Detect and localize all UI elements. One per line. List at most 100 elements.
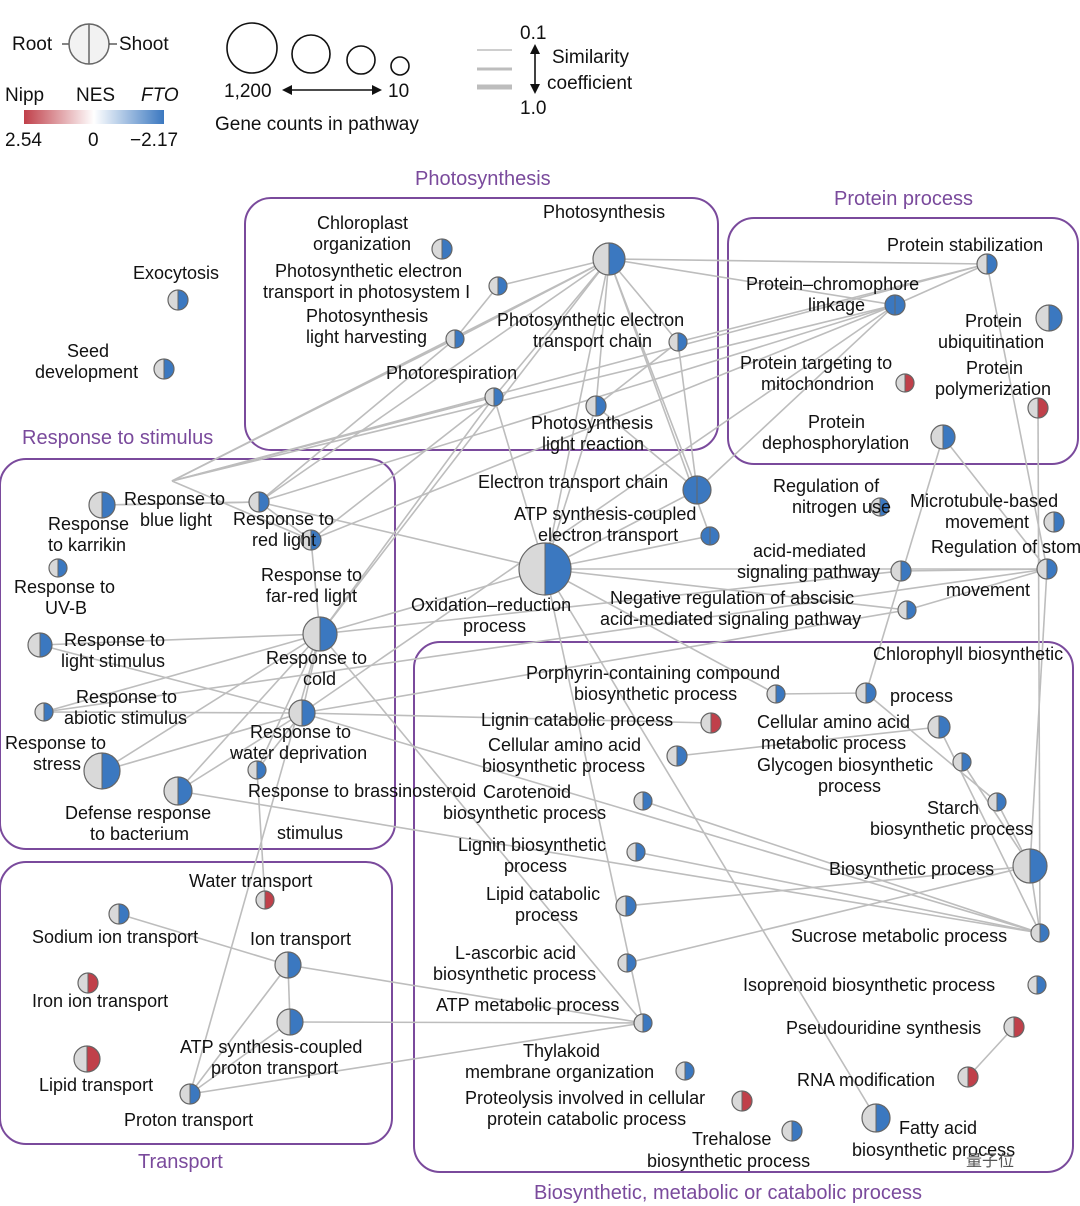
pathway-node-n31 — [288, 699, 316, 727]
node-label-dephos-2: dephosphorylation — [762, 433, 909, 453]
pathway-node-n6 — [445, 329, 465, 349]
pathway-node-n1 — [167, 289, 189, 311]
node-shoot-half — [710, 527, 719, 545]
node-root-half — [616, 896, 626, 916]
node-root-half — [1037, 559, 1047, 579]
group-title-stimulus: Response to stimulus — [22, 427, 213, 449]
node-shoot-half — [1040, 924, 1049, 942]
node-shoot-half — [58, 559, 67, 577]
node-label-neg-aba-2: acid-mediated signaling pathway — [600, 609, 861, 629]
node-label-atp-proton-2: proton transport — [211, 1058, 338, 1078]
node-label-carotenoid-2: biosynthetic process — [443, 803, 606, 823]
node-root-half — [74, 1046, 87, 1072]
group-box-photosynthesis — [244, 197, 719, 451]
node-root-half — [885, 295, 895, 315]
node-label-pseudouridine: Pseudouridine synthesis — [786, 1018, 981, 1038]
node-shoot-half — [905, 374, 914, 392]
node-label-microtubule-2: movement — [945, 512, 1029, 532]
node-root-half — [896, 374, 905, 392]
node-shoot-half — [290, 1009, 303, 1035]
legend-shoot-label: Shoot — [119, 34, 169, 55]
pathway-node-n36 — [108, 903, 130, 925]
pathway-node-n2 — [153, 358, 175, 380]
node-root-half — [958, 1067, 968, 1087]
node-label-aa-met-1: Cellular amino acid — [757, 712, 910, 732]
node-label-nitrogen-2: nitrogen use — [792, 497, 891, 517]
node-label-porphyrin-1: Porphyrin-containing compound — [526, 663, 780, 683]
node-root-half — [1028, 398, 1038, 418]
node-shoot-half — [643, 792, 652, 810]
legend-similarity-lines — [477, 49, 512, 90]
node-label-light-stim-1: Response to — [64, 630, 165, 650]
node-shoot-half — [1054, 512, 1064, 532]
node-shoot-half — [178, 290, 188, 310]
node-label-lipid-transport: Lipid transport — [39, 1075, 153, 1095]
node-label-atp-et-1: ATP synthesis-coupled — [514, 504, 696, 524]
pathway-node-n21 — [1043, 511, 1065, 533]
pathway-node-n28 — [27, 632, 53, 658]
node-root-half — [701, 713, 711, 733]
node-root-half — [856, 683, 866, 703]
node-label-trehalose-1: Trehalose — [692, 1129, 771, 1149]
node-label-neg-aba-1: Negative regulation of abscisic — [610, 588, 854, 608]
node-label-lignin-bio-2: process — [504, 856, 567, 876]
node-shoot-half — [102, 753, 120, 789]
node-shoot-half — [943, 425, 955, 449]
node-root-half — [35, 703, 44, 721]
node-root-half — [249, 492, 259, 512]
legend-sim-arrow — [530, 44, 540, 94]
legend-sim-bottom: 1.0 — [520, 98, 546, 119]
node-labels: Exocytosis Seed development Chloroplast … — [5, 202, 1080, 1171]
legend-nes-zero: 0 — [88, 130, 99, 151]
pathway-node-n5 — [488, 276, 508, 296]
pathway-node-n25 — [48, 558, 68, 578]
node-root-half — [89, 492, 102, 518]
node-shoot-half — [997, 793, 1006, 811]
node-label-iron: Iron ion transport — [32, 991, 168, 1011]
pathway-node-n26 — [248, 491, 270, 513]
node-label-blue-light-1: Response to — [124, 489, 225, 509]
node-root-half — [988, 793, 997, 811]
node-label-carotenoid-1: Carotenoid — [483, 782, 571, 802]
node-label-water-transport: Water transport — [189, 871, 312, 891]
node-label-karrikin-2: to karrikin — [48, 535, 126, 555]
legend-sim-top: 0.1 — [520, 23, 546, 44]
node-label-glycogen-2: process — [818, 776, 881, 796]
node-shoot-half — [119, 904, 129, 924]
group-boxes — [0, 197, 1079, 1173]
node-shoot-half — [776, 685, 785, 703]
pathway-node-n10 — [976, 253, 998, 275]
group-box-transport — [0, 861, 393, 1145]
node-root-half — [931, 425, 943, 449]
legend-fto-label: FTO — [141, 85, 179, 106]
node-label-fatty-acid-2: biosynthetic process — [852, 1140, 1015, 1160]
pathway-node-n18 — [518, 542, 572, 596]
node-root-half — [485, 388, 494, 406]
legend-sim-line2: coefficient — [547, 73, 633, 94]
node-label-atp-proton-1: ATP synthesis-coupled — [180, 1037, 362, 1057]
node-root-half — [1036, 305, 1049, 331]
watermark-text: 量子位 — [966, 1151, 1014, 1170]
node-label-mito-1: Protein targeting to — [740, 353, 892, 373]
node-root-half — [289, 700, 302, 726]
node-shoot-half — [257, 761, 266, 779]
pathway-node-n52 — [615, 895, 637, 917]
pathway-node-n45 — [666, 745, 688, 767]
node-label-exocytosis: Exocytosis — [133, 263, 219, 283]
node-label-defense-2: to bacterium — [90, 824, 189, 844]
pathway-node-n30 — [34, 702, 54, 722]
node-label-sucrose: Sucrose metabolic process — [791, 926, 1007, 946]
node-shoot-half — [44, 703, 53, 721]
pathway-node-n17 — [700, 526, 720, 546]
node-root-half — [898, 601, 907, 619]
pathway-node-n59 — [957, 1066, 979, 1088]
pathway-node-n14 — [1027, 397, 1049, 419]
node-label-pet-ps1-2: transport in photosystem I — [263, 282, 470, 302]
node-label-lipid-cat-1: Lipid catabolic — [486, 884, 600, 904]
node-label-abiotic-2: abiotic stimulus — [64, 708, 187, 728]
pathway-node-n60 — [731, 1090, 753, 1112]
node-shoot-half — [498, 277, 507, 295]
node-label-aa-bio-2: biosynthetic process — [482, 756, 645, 776]
node-label-light-reaction-1: Photosynthesis — [531, 413, 653, 433]
